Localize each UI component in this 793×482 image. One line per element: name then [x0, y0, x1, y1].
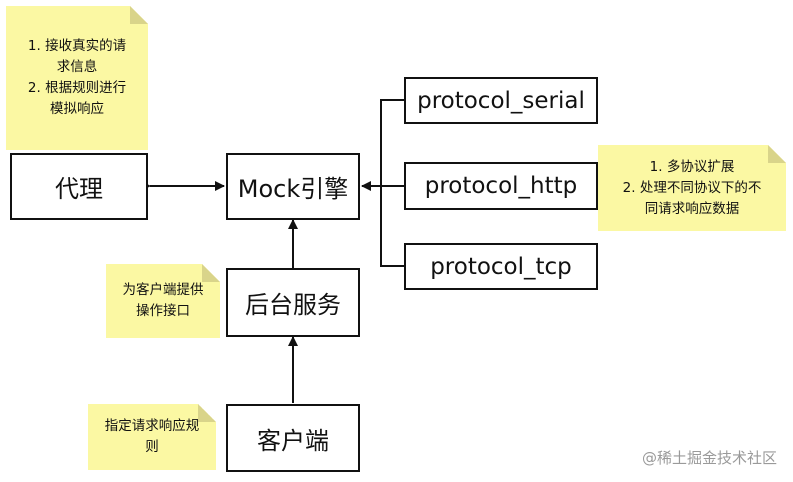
note-line: 同请求响应数据: [644, 200, 740, 217]
watermark: @稀土掘金技术社区: [641, 449, 777, 467]
protocol-bracket: [380, 99, 404, 267]
note-line: 1. 多协议扩展: [649, 158, 735, 175]
note-line: 1. 接收真实的请: [27, 38, 127, 54]
note-line: 2. 根据规则进行: [27, 80, 127, 96]
proxy-note: 1. 接收真实的请 求信息 2. 根据规则进行 模拟响应: [6, 6, 148, 150]
protocol-note: 1. 多协议扩展 2. 处理不同协议下的不 同请求响应数据: [598, 145, 786, 231]
note-line: 指定请求响应规: [104, 418, 200, 434]
note-line: 为客户端提供: [122, 282, 204, 298]
note-line: 求信息: [56, 59, 98, 75]
proxy-box: 代理: [10, 153, 148, 220]
note-line: 模拟响应: [49, 101, 104, 117]
backend-note: 为客户端提供 操作接口: [106, 264, 220, 338]
protocol-serial-box: protocol_serial: [404, 77, 598, 124]
backend-service-box: 后台服务: [226, 268, 360, 337]
mock-engine-box: Mock引擎: [226, 153, 360, 220]
protocol-http-box: protocol_http: [404, 162, 598, 210]
note-line: 2. 处理不同协议下的不: [622, 179, 762, 196]
protocol-tcp-box: protocol_tcp: [404, 243, 598, 290]
client-box: 客户端: [226, 404, 360, 472]
note-line: 则: [145, 439, 159, 455]
note-line: 操作接口: [136, 303, 190, 319]
client-note: 指定请求响应规 则: [88, 404, 216, 470]
